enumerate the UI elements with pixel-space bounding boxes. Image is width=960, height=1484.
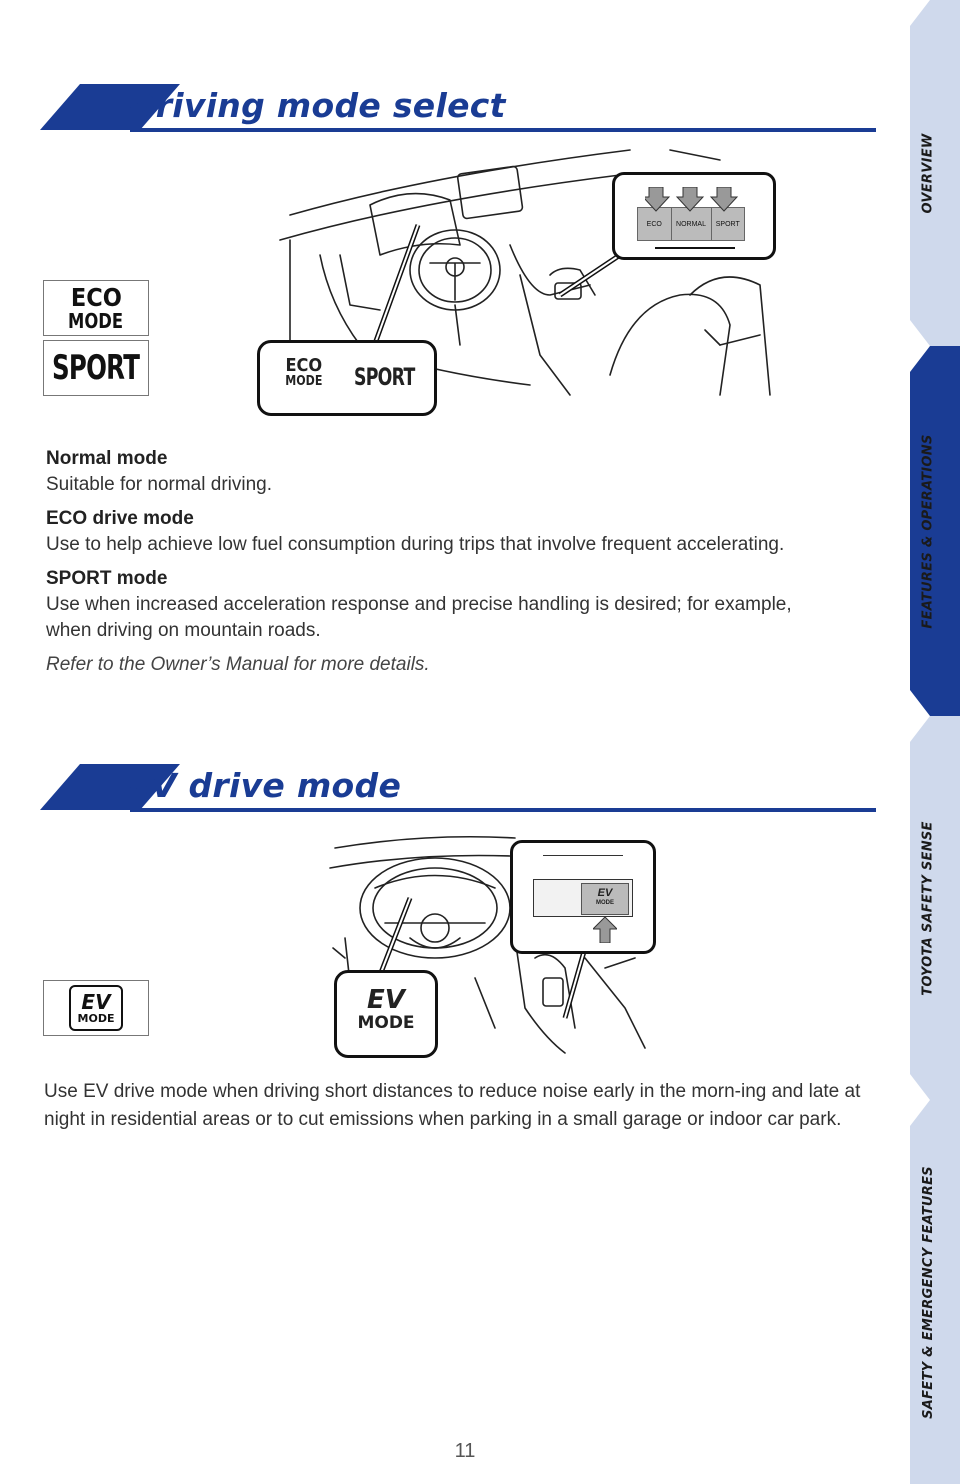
eco-badge-line1: ECO xyxy=(70,283,122,312)
mode-normal: Normal mode Suitable for normal driving. xyxy=(46,446,846,498)
tab-label-wrap: OVERVIEW xyxy=(896,0,960,346)
tab-shape xyxy=(910,1100,960,1484)
tab-label: TOYOTA SAFETY SENSE xyxy=(920,820,936,996)
callout-sport: SPORT xyxy=(354,363,415,391)
press-arrows-icon xyxy=(645,187,739,212)
mode-sport: SPORT mode Use when increased accelerati… xyxy=(46,566,846,644)
switch-base-line xyxy=(655,247,735,249)
tab-features-operations[interactable]: FEATURES & OPERATIONS xyxy=(896,346,960,716)
ev-switch-callout: EV MODE xyxy=(510,840,656,954)
ev-switch-button: EV MODE xyxy=(581,883,629,915)
switch-label-normal: NORMAL xyxy=(672,208,712,240)
mode-switch-panel: ECO NORMAL SPORT xyxy=(637,207,745,241)
callout-ev-line2: MODE xyxy=(357,1013,415,1033)
section-header-ev-mode: EV drive mode xyxy=(40,764,876,814)
header-wedge-icon xyxy=(40,84,180,130)
mode-heading: SPORT mode xyxy=(46,568,168,589)
eco-mode-badge: ECO MODE xyxy=(43,280,149,336)
sport-mode-badge: SPORT xyxy=(43,340,149,396)
press-arrow-icon xyxy=(593,917,617,943)
mode-heading: Normal mode xyxy=(46,448,168,469)
switch-label-sport: SPORT xyxy=(715,220,740,228)
owners-manual-note: Refer to the Owner’s Manual for more det… xyxy=(46,654,430,675)
section-header-driving-mode: Driving mode select xyxy=(40,84,876,134)
callout-ev-line1: EV xyxy=(367,985,405,1015)
tab-label: OVERVIEW xyxy=(920,132,936,214)
ev-mode-badge: EV MODE xyxy=(43,980,149,1036)
page-number: 11 xyxy=(454,1440,476,1462)
header-wedge-icon xyxy=(40,764,180,810)
ev-badge-line2: MODE xyxy=(77,1012,115,1025)
ev-switch-line1: EV xyxy=(597,887,613,899)
mode-switch-callout: ECO NORMAL SPORT xyxy=(612,172,776,260)
tab-label: SAFETY & EMERGENCY FEATURES xyxy=(920,1165,936,1419)
tab-toyota-safety-sense[interactable]: TOYOTA SAFETY SENSE xyxy=(896,716,960,1100)
callout-eco-mode: ECO MODE xyxy=(282,355,326,389)
ev-callout-line xyxy=(543,855,623,856)
header-rule xyxy=(130,808,876,812)
ev-mode-callout: EV MODE xyxy=(334,970,438,1058)
mode-text: Suitable for normal driving. xyxy=(46,474,272,495)
ev-badge-line1: EV xyxy=(81,990,111,1014)
mode-descriptions: Normal mode Suitable for normal driving.… xyxy=(46,446,846,678)
callout-eco-line1: ECO xyxy=(285,355,323,376)
mode-text: Use to help achieve low fuel consumption… xyxy=(46,534,785,555)
ev-switch-line2: MODE xyxy=(596,900,614,906)
section-title: Driving mode select xyxy=(128,86,506,125)
header-rule xyxy=(130,128,876,132)
tab-overview[interactable]: OVERVIEW xyxy=(896,0,960,346)
tab-label-wrap: FEATURES & OPERATIONS xyxy=(896,346,960,716)
tab-safety-emergency-features[interactable]: SAFETY & EMERGENCY FEATURES xyxy=(896,1100,960,1484)
tab-label: FEATURES & OPERATIONS xyxy=(920,433,936,629)
eco-badge-line2: MODE xyxy=(68,309,124,333)
mode-text: Use when increased acceleration response… xyxy=(46,594,792,641)
callout-eco-line2: MODE xyxy=(285,374,323,389)
sport-badge-label: SPORT xyxy=(52,348,140,388)
ev-description: Use EV drive mode when driving short dis… xyxy=(44,1081,861,1130)
tab-shape xyxy=(910,0,960,346)
ev-badge-frame: EV MODE xyxy=(69,985,123,1031)
section-title: EV drive mode xyxy=(128,766,402,805)
tab-label-wrap: SAFETY & EMERGENCY FEATURES xyxy=(896,1100,960,1484)
switch-label-eco: ECO xyxy=(638,208,672,240)
mode-heading: ECO drive mode xyxy=(46,508,194,529)
tab-label-wrap: TOYOTA SAFETY SENSE xyxy=(896,716,960,1100)
mode-eco: ECO drive mode Use to help achieve low f… xyxy=(46,506,846,558)
tab-shape xyxy=(910,716,960,1100)
tab-shape xyxy=(910,346,960,716)
eco-sport-callout: ECO MODE SPORT xyxy=(257,340,437,416)
